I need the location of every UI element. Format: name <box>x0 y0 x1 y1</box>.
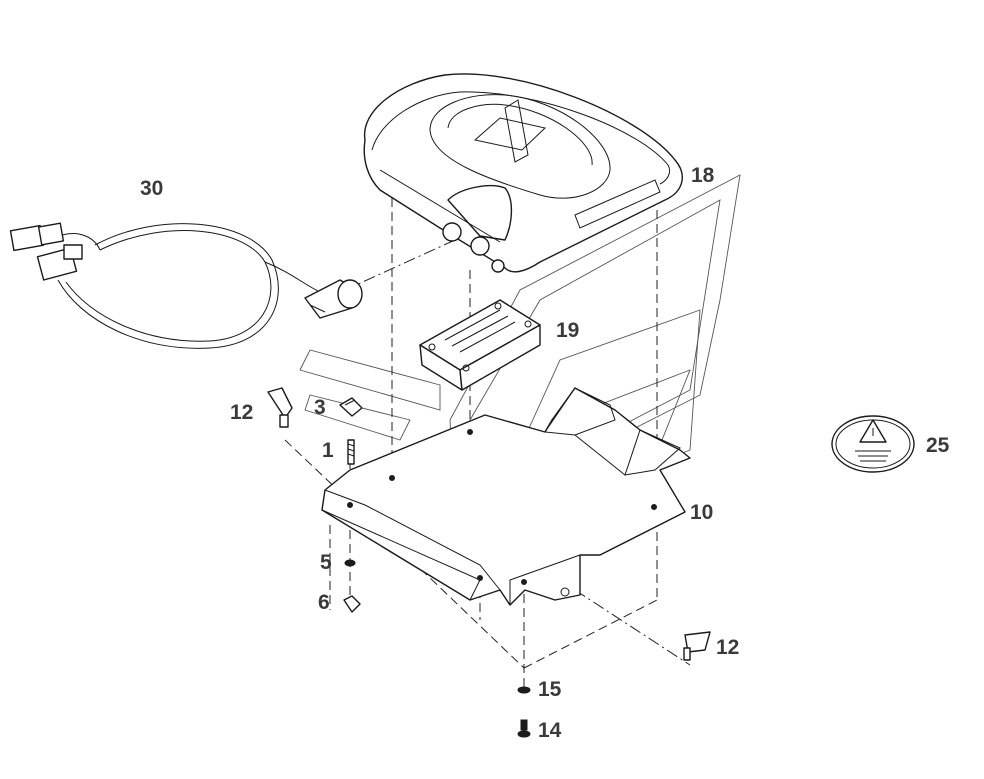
control-module-part-19 <box>419 299 541 391</box>
label-part-19: 19 <box>556 319 579 342</box>
label-part-25: 25 <box>926 434 950 457</box>
hardware-parts <box>267 387 711 738</box>
label-part-30: 30 <box>140 177 163 200</box>
wingnut-part-6 <box>343 595 361 613</box>
label-part-3: 3 <box>314 396 326 419</box>
cable-harness-part-30 <box>9 222 363 349</box>
label-part-5: 5 <box>320 551 332 574</box>
label-part-15: 15 <box>538 678 562 701</box>
part-labels: 30 18 19 12 3 1 10 25 5 6 12 15 14 <box>140 164 950 742</box>
label-part-10: 10 <box>690 501 713 524</box>
label-part-12-lower: 12 <box>716 636 739 659</box>
mounting-plate-part-10 <box>321 387 691 606</box>
label-part-6: 6 <box>318 591 330 614</box>
bolt-part-14 <box>520 719 528 731</box>
stud-part-1 <box>347 439 355 465</box>
clip-part-12-lower <box>684 631 711 653</box>
label-part-18: 18 <box>691 164 715 187</box>
label-part-1: 1 <box>322 439 334 462</box>
nut-part-3 <box>339 397 363 417</box>
display-housing-part-18 <box>363 73 683 273</box>
warning-decal-part-25 <box>831 415 915 473</box>
washer-part-5 <box>344 559 356 567</box>
label-part-12-upper: 12 <box>230 401 253 424</box>
clip-part-12-upper <box>267 387 293 419</box>
label-part-14: 14 <box>538 719 562 742</box>
washer-part-15 <box>517 686 531 694</box>
clip-stem-upper <box>279 414 289 428</box>
